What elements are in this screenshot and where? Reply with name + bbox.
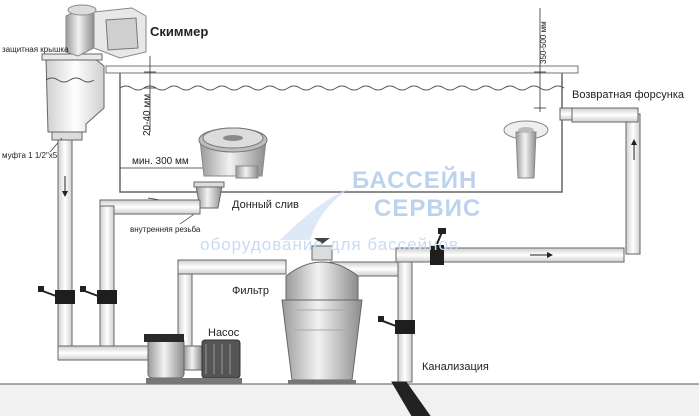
gap-large-dimension: [534, 8, 546, 112]
gap-small-dimension: [144, 56, 156, 132]
valve-return: [430, 228, 446, 265]
watermark-line2: СЕРВИС: [374, 195, 481, 222]
coupling-label: муфта 1 1/2"х50: [2, 151, 62, 160]
watermark-line3: оборудование для бассейнов: [200, 235, 459, 254]
sewer-label: Канализация: [422, 361, 489, 373]
valve-bottom-drain: [80, 286, 117, 304]
pump: [144, 334, 242, 384]
valve-sewer: [378, 316, 415, 334]
protective-cover-label: защитная крышка: [2, 45, 69, 54]
pipes: [57, 107, 641, 416]
skimmer-photo: [65, 4, 147, 59]
bottom-drain-photo: [198, 127, 268, 179]
min-distance-label: мин. 300 мм: [132, 156, 189, 167]
gap-small-label: 20-40 мм: [142, 94, 153, 136]
inner-thread-label: внутренняя резьба: [130, 225, 201, 234]
flow-arrows: [62, 139, 637, 258]
ground: [0, 383, 699, 416]
filter: [281, 238, 363, 384]
filter-label: Фильтр: [232, 285, 269, 297]
valves: [38, 228, 446, 334]
return-nozzle-label: Возвратная форсунка: [572, 89, 685, 101]
valve-skimmer: [38, 286, 75, 304]
skimmer-label: Скиммер: [150, 24, 208, 39]
watermark-line1: БАССЕЙН: [352, 166, 477, 194]
return-nozzle-photo: [503, 120, 549, 179]
gap-large-label: 350-500 мм: [539, 21, 548, 64]
skimmer: [41, 53, 105, 141]
watermark: БАССЕЙН СЕРВИС оборудование для бассейно…: [200, 166, 481, 254]
pool-basin: [105, 65, 579, 193]
bottom-drain-label: Донный слив: [232, 199, 299, 211]
pump-label: Насос: [208, 327, 240, 339]
